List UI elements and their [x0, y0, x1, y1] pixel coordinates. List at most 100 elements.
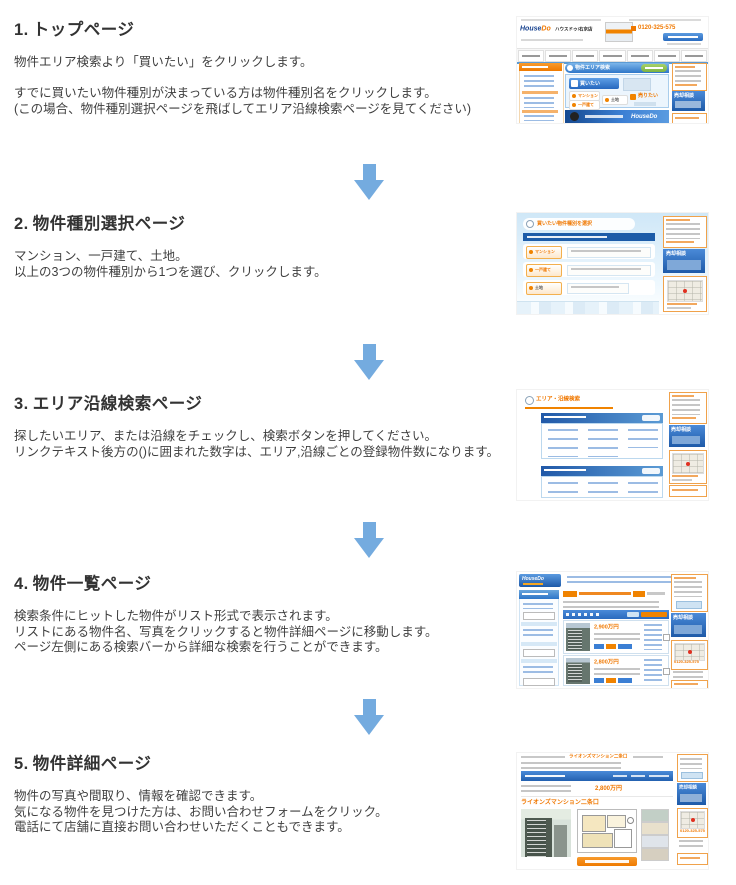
nav-tab [572, 50, 599, 62]
line-links-grid [541, 476, 663, 498]
map-image [667, 280, 703, 302]
map-image [672, 453, 704, 474]
down-arrow-icon [354, 164, 384, 200]
bullet-icon [572, 103, 576, 107]
text-line: 探したいエリア、または沿線をチェックし、検索ボタンを押してください。 [14, 429, 438, 443]
decorative-lines [679, 840, 703, 849]
store-name: ハウスドゥ!右京店 [555, 27, 593, 32]
search-sidebar [519, 590, 559, 686]
step-3-description: 探したいエリア、または沿線をチェックし、検索ボタンを押してください。 リンクテキ… [14, 429, 514, 460]
type-description [567, 265, 651, 276]
decorative-lines [673, 671, 703, 679]
step-5-title: 5.物件詳細ページ [14, 750, 514, 774]
decorative-lines [667, 43, 701, 45]
list-toolbar [563, 610, 669, 619]
step-4-title: 4.物件一覧ページ [14, 570, 514, 594]
step-3-title: 3.エリア沿線検索ページ [14, 390, 514, 414]
decorative-lines [521, 762, 621, 769]
storefront-photo [605, 22, 633, 42]
sell-consult-banner: 売却相談 [672, 91, 705, 111]
text-line: 電話にて店舗に直接お問い合わせいただくこともできます。 [14, 820, 350, 834]
sidebar-info-box [669, 392, 707, 424]
down-arrow-icon [354, 699, 384, 735]
step-1-title: 1.トップページ [14, 16, 514, 40]
list-title-bar [563, 590, 669, 599]
type-row-house: 一戸建て [523, 262, 655, 277]
decorative-lines [629, 19, 701, 21]
screenshot-detail-page: ライオンズマンション二条口 2,800万円 ライオンズマンション二条口 [516, 752, 709, 870]
type-row-mansion: マンション [523, 244, 655, 259]
line-section-header [541, 466, 663, 476]
step-title-text: 物件詳細ページ [32, 755, 152, 773]
checkbox [663, 668, 670, 675]
mini-button [594, 678, 604, 683]
nav-tab [626, 50, 653, 62]
bullet-icon [529, 286, 533, 290]
screenshot-listing-page: HouseDo [516, 571, 709, 689]
land-button: 土地 [526, 282, 562, 295]
step-number: 1. [14, 21, 29, 39]
mini-button [618, 644, 632, 649]
decorative-lines [633, 756, 663, 758]
sell-consult-banner: 売却相談 [677, 783, 706, 805]
step-title-text: 物件種別選択ページ [32, 215, 186, 233]
person-figure [570, 112, 579, 121]
input-placeholder [523, 612, 555, 620]
sidebar-map-box [663, 276, 707, 312]
nav-bar [517, 48, 708, 64]
sidebar-link-box [677, 853, 708, 865]
checkbox [663, 634, 670, 641]
mini-button [606, 644, 616, 649]
step-4-section: 4.物件一覧ページ 検索条件にヒットした物件がリスト形式で表示されます。 リスト… [14, 570, 514, 656]
step-number: 5. [14, 755, 29, 773]
text-line: 以上の3つの物件種別から1つを選び、クリックします。 [14, 264, 327, 279]
map-pin-icon [683, 289, 687, 293]
sell-consult-banner: 売却相談 [663, 249, 705, 273]
area-search-header: 物件エリア検索 [565, 63, 669, 73]
text-line: リストにある物件名、写真をクリックすると物件詳細ページに移動します。 [14, 624, 438, 639]
sidebar-link-box [671, 680, 708, 688]
step-1-section: 1.トップページ 物件エリア検索より「買いたい」をクリックします。 すでに買いた… [14, 16, 514, 117]
area-search-title: 物件エリア検索 [575, 65, 610, 71]
step-2-section: 2.物件種別選択ページ マンション、一戸建て、土地。 以上の3つの物件種別から1… [14, 210, 514, 280]
list-description [563, 601, 659, 608]
bullet-icon [529, 268, 533, 272]
map-image [674, 643, 705, 661]
mini-button [676, 601, 702, 609]
property-header-bar [521, 771, 673, 781]
area-search-panel: 買いたい 売りたい マンション 一戸建て 土地 [565, 74, 669, 110]
compass-icon [627, 817, 634, 824]
map-pin-icon [688, 650, 692, 654]
sell-consult-banner: 売却相談 [671, 613, 706, 637]
building-photo [521, 809, 571, 857]
text-line [14, 71, 514, 87]
skyline-graphic [517, 301, 659, 314]
nav-tab [680, 50, 707, 62]
input-placeholder [523, 649, 555, 657]
type-description [567, 247, 651, 258]
breadcrumb [567, 576, 677, 584]
photo-thumbnail [641, 835, 669, 848]
mini-button [681, 772, 703, 779]
price: 2,800万円 [594, 659, 619, 666]
step-title-text: トップページ [32, 21, 135, 39]
photo-placeholder [623, 78, 651, 91]
step-5-section: 5.物件詳細ページ 物件の写真や間取り、情報を確認できます。 気になる物件を見つ… [14, 750, 514, 836]
housedo-logo: HouseDo [519, 574, 561, 587]
house-button: 一戸建て [569, 100, 600, 110]
nav-tab [518, 50, 545, 62]
photo-thumbnail [641, 822, 669, 835]
price: 2,900万円 [594, 624, 619, 631]
step-number: 3. [14, 395, 29, 413]
phone-icon [631, 26, 636, 31]
step-number: 4. [14, 575, 29, 593]
arrow-right-icon [571, 80, 578, 87]
sidebar-info-box [672, 63, 707, 91]
screenshot-type-select-page: 買いたい物件種別を選択 マンション 一戸建て 土地 [516, 212, 709, 315]
area-section-header [541, 413, 663, 423]
bullet-icon [529, 250, 533, 254]
floorplan-image [577, 809, 637, 853]
buy-button: 買いたい [569, 78, 619, 89]
step-1-description: 物件エリア検索より「買いたい」をクリックします。 すでに買いたい物件種別が決まっ… [14, 55, 514, 117]
text-line: すでに買いたい物件種別が決まっている方は物件種別名をクリックします。 [14, 86, 437, 100]
